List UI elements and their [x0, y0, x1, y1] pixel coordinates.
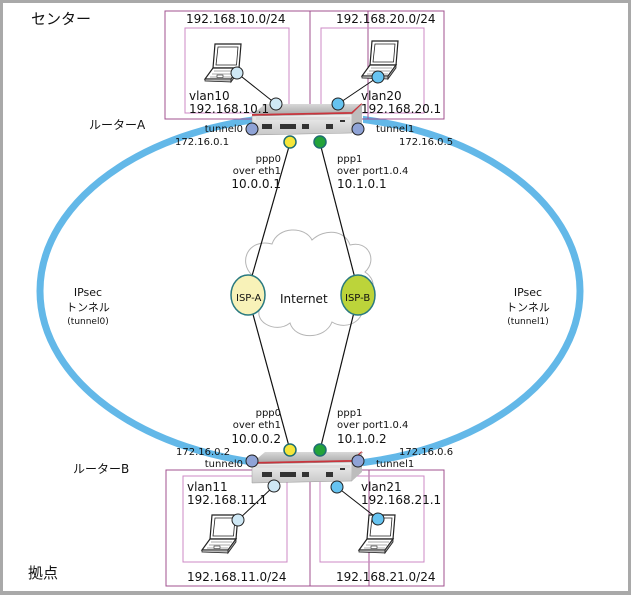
isp-b-label: ISP-B	[345, 293, 371, 304]
vlan10-port-router	[269, 97, 283, 111]
isp-a-node	[230, 274, 266, 316]
router-a-ppp0-ip: 10.0.0.1	[231, 177, 281, 191]
router-b-device	[251, 451, 363, 484]
vlan11-box	[182, 475, 288, 563]
vlan10-box	[184, 27, 290, 114]
router-b-ppp0-over: over eth1	[232, 420, 281, 431]
ppp1-port-b	[313, 443, 327, 457]
vlan20-port-router	[331, 97, 345, 111]
router-a-name: ルーターA	[89, 118, 146, 132]
ipsec-tunnel0-line1: IPsec	[73, 286, 103, 299]
router-b-ppp1-over: over port1.0.4	[337, 420, 409, 431]
ppp1-link-a	[319, 142, 359, 291]
ipsec-tunnel1-line3: (tunnel1)	[507, 317, 549, 327]
router-b-ppp1-ip: 10.1.0.2	[337, 432, 387, 446]
vlan21-subnet: 192.168.21.0/24	[336, 570, 436, 584]
vlan20-ip: 192.168.20.1	[361, 102, 442, 116]
router-a-ppp1-over: over port1.0.4	[337, 166, 409, 177]
ppp1-port-a	[313, 135, 327, 149]
vlan11-port-pc	[231, 513, 245, 527]
router-a-ppp1-ip: 10.1.0.1	[337, 177, 387, 191]
ppp1-link-b	[319, 295, 359, 451]
ipsec-tunnel0-line2: トンネル	[66, 301, 110, 314]
isp-b-node	[340, 274, 376, 316]
router-b-ppp0-ip: 10.0.0.2	[231, 432, 281, 446]
center-site-title: センター	[31, 10, 92, 28]
vlan20-box	[320, 27, 425, 114]
router-a-tunnel0-name: tunnel0	[204, 124, 243, 135]
vlan20-port-pc	[371, 70, 385, 84]
router-a-tunnel1-name: tunnel1	[376, 124, 415, 135]
router-b-name: ルーターB	[73, 462, 130, 476]
router-a-tunnel0-ip: 172.16.0.1	[175, 137, 230, 148]
vlan21-box	[319, 475, 425, 563]
vlan20-subnet: 192.168.20.0/24	[336, 12, 436, 26]
vlan11-subnet: 192.168.11.0/24	[187, 570, 287, 584]
vlan10-subnet: 192.168.10.0/24	[186, 12, 286, 26]
vlan11-ip: 192.168.11.1	[187, 493, 268, 507]
vlan10-name: vlan10	[189, 89, 230, 103]
tunnel0-port-b	[245, 454, 259, 468]
ppp0-port-b	[283, 443, 297, 457]
ipsec-tunnel0-line3: (tunnel0)	[67, 317, 109, 327]
ipsec-tunnel0-label: IPsec トンネル (tunnel0)	[48, 285, 128, 330]
router-a-ppp0-over: over eth1	[232, 166, 281, 177]
internet-label: Internet	[280, 292, 328, 306]
vlan20-name: vlan20	[361, 89, 402, 103]
tunnel1-port-a	[351, 122, 365, 136]
router-a-ppp0-name: ppp0	[255, 154, 281, 165]
vlan11-name: vlan11	[187, 480, 228, 494]
site-branch-box-right	[309, 469, 445, 587]
router-b-ppp0-name: ppp0	[255, 408, 281, 419]
tunnel1-port-b	[351, 454, 365, 468]
vlan21-ip: 192.168.21.1	[361, 493, 442, 507]
vlan10-ip: 192.168.10.1	[189, 102, 270, 116]
router-a-ppp1-name: ppp1	[337, 154, 363, 165]
router-b-tunnel1-ip: 172.16.0.6	[399, 447, 454, 458]
vlan11-port-router	[267, 479, 281, 493]
router-b-ppp1-name: ppp1	[337, 408, 363, 419]
ppp0-port-a	[283, 135, 297, 149]
isp-a-label: ISP-A	[236, 293, 262, 304]
vlan10-port-a	[230, 66, 244, 80]
site-center-box-right	[309, 10, 445, 120]
ipsec-tunnel1-line2: トンネル	[506, 301, 550, 314]
vlan21-port-pc	[371, 512, 385, 526]
vlan21-port-router	[330, 480, 344, 494]
router-b-tunnel0-ip: 172.16.0.2	[176, 447, 231, 458]
ipsec-tunnel1-label: IPsec トンネル (tunnel1)	[488, 285, 568, 330]
router-b-tunnel1-name: tunnel1	[376, 459, 415, 470]
vlan21-name: vlan21	[361, 480, 402, 494]
ppp0-link-a	[247, 142, 291, 291]
branch-site-title: 拠点	[28, 564, 59, 582]
ipsec-tunnel1-line1: IPsec	[513, 286, 543, 299]
router-b-tunnel0-name: tunnel0	[204, 459, 243, 470]
ppp0-link-b	[247, 295, 291, 451]
router-a-tunnel1-ip: 172.16.0.5	[399, 137, 454, 148]
tunnel0-port-a	[245, 122, 259, 136]
